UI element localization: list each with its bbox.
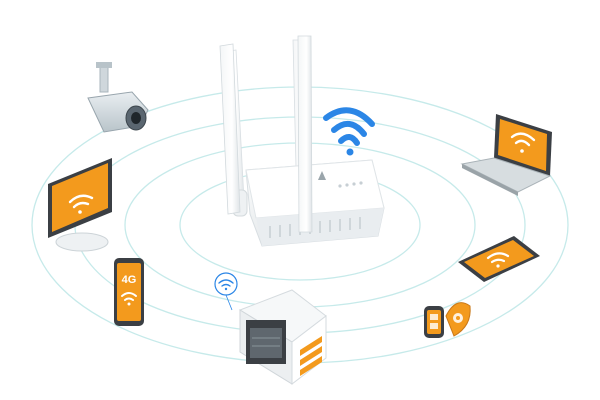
wall-tv-icon [48,158,112,251]
security-camera-icon [88,62,148,132]
oven-wifi-bubble [215,273,237,310]
laptop-icon [462,114,552,196]
wifi-router-icon [220,36,384,246]
phone-network-label: 4G [122,274,137,286]
smartwatch-tag-icon [424,303,470,338]
smartphone-icon: 4G [114,258,144,326]
